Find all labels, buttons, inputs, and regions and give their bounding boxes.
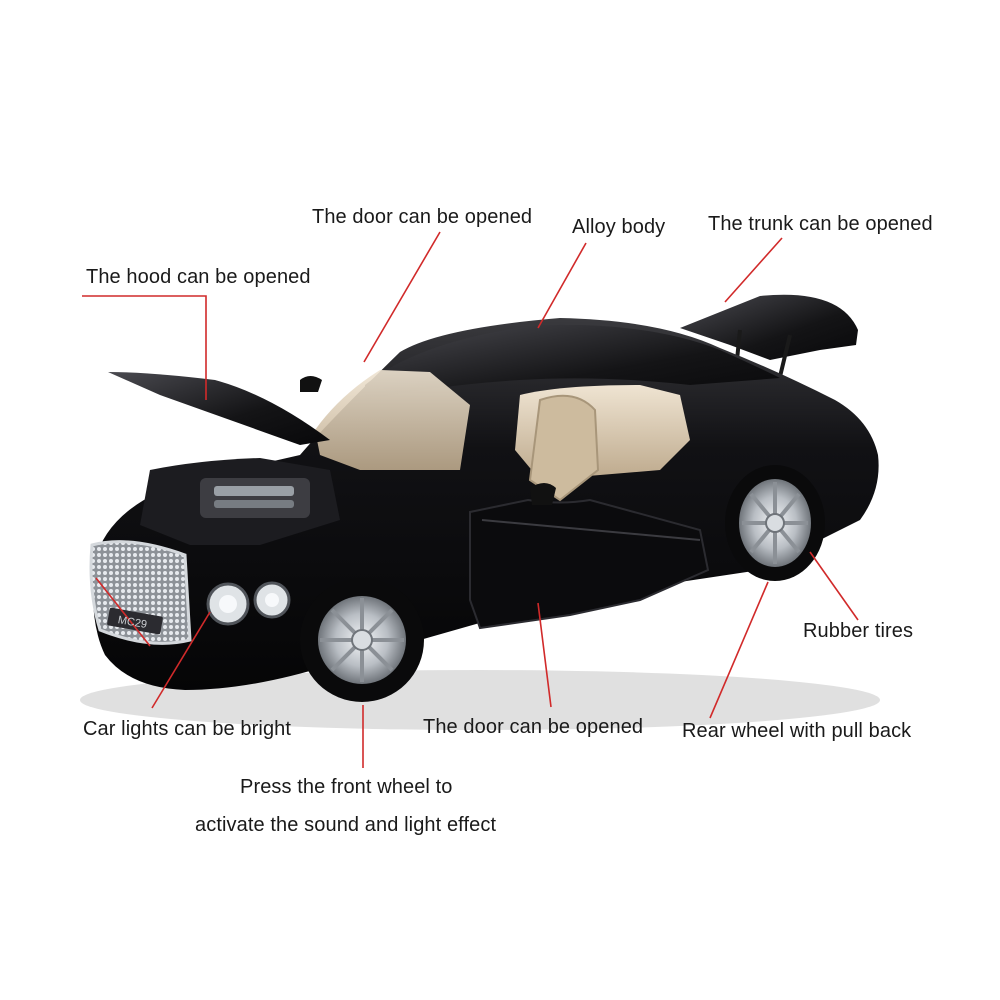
roof xyxy=(365,324,780,400)
label-car-lights: Car lights can be bright xyxy=(83,718,292,740)
hood-lid xyxy=(108,372,330,445)
callout-door-bottom xyxy=(537,602,552,708)
trunk-lid xyxy=(680,294,858,360)
side-mirror xyxy=(300,376,322,392)
callout-hood xyxy=(82,295,207,400)
callout-alloy-body xyxy=(537,242,587,329)
label-rubber-tires: Rubber tires xyxy=(803,620,914,642)
callout-lights xyxy=(151,611,211,709)
ground-shadow xyxy=(80,670,880,730)
label-front-wheel-line2: activate the sound and light effect xyxy=(195,814,497,836)
label-door-top: The door can be opened xyxy=(312,206,533,228)
label-front-wheel-line1: Press the front wheel to xyxy=(240,776,453,798)
callout-trunk xyxy=(724,237,783,303)
label-alloy-body: Alloy body xyxy=(572,216,666,238)
license-plate-text: MC29 xyxy=(117,614,148,631)
door-mirror xyxy=(530,483,556,505)
label-door-bottom: The door can be opened xyxy=(423,716,644,738)
license-plate xyxy=(107,607,163,635)
callout-door-top xyxy=(363,231,441,363)
label-hood: The hood can be opened xyxy=(86,266,311,288)
front-seat xyxy=(528,394,600,502)
label-trunk: The trunk can be opened xyxy=(708,213,933,235)
windshield-interior xyxy=(315,370,470,470)
callout-lines xyxy=(82,231,859,768)
label-rear-wheel: Rear wheel with pull back xyxy=(682,720,912,742)
callout-rubber-tires xyxy=(809,551,859,621)
callout-rear-wheel xyxy=(709,581,769,719)
callout-grille xyxy=(95,577,151,647)
